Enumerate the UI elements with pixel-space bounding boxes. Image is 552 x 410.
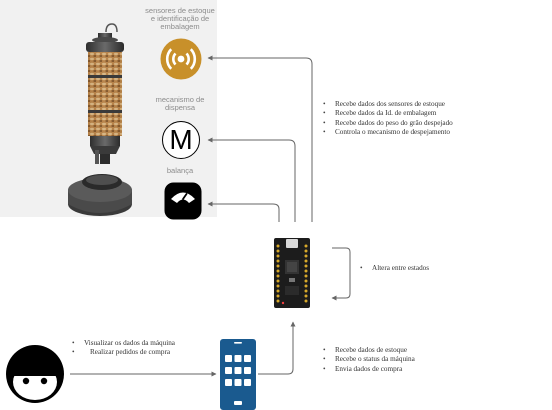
smartphone-app-icon — [220, 339, 256, 410]
signal-broadcast-icon — [160, 38, 202, 80]
list-item: Recebe dados dos sensores de estoque — [323, 100, 453, 110]
scale-label: balança — [166, 166, 194, 175]
state-loop-list: Altera entre estados — [360, 264, 429, 274]
list-item: Recebe o status da máquina — [323, 355, 415, 365]
user-actions-list: Visualizar os dados da máquina Realizar … — [72, 339, 175, 358]
scale-icon — [164, 182, 202, 220]
list-item: Recebe dados de estoque — [323, 346, 415, 356]
app-actions-list: Recebe dados de estoque Recebe o status … — [323, 346, 415, 374]
list-item: Realizar pedidos de compra — [72, 348, 175, 358]
motor-icon: M — [162, 121, 200, 159]
list-item: Recebe dados da Id. de embalagem — [323, 109, 453, 119]
motor-symbol: M — [169, 124, 193, 155]
dispense-mechanism-label: mecanismo de dispensa — [155, 95, 205, 112]
list-item: Recebe dados do peso do grão despejado — [323, 119, 453, 129]
microcontroller-board — [274, 238, 310, 308]
list-item: Altera entre estados — [360, 264, 429, 274]
list-item: Controla o mecanismo de despejamento — [323, 128, 453, 138]
list-item: Envia dados de compra — [323, 365, 415, 375]
grain-dispenser-machine — [68, 23, 132, 216]
user-face-icon — [6, 345, 64, 403]
controller-duties-list: Recebe dados dos sensores de estoque Rec… — [323, 100, 453, 137]
stock-sensor-label: sensores de estoque e identificação de e… — [145, 6, 215, 31]
list-item: Visualizar os dados da máquina — [72, 339, 175, 349]
